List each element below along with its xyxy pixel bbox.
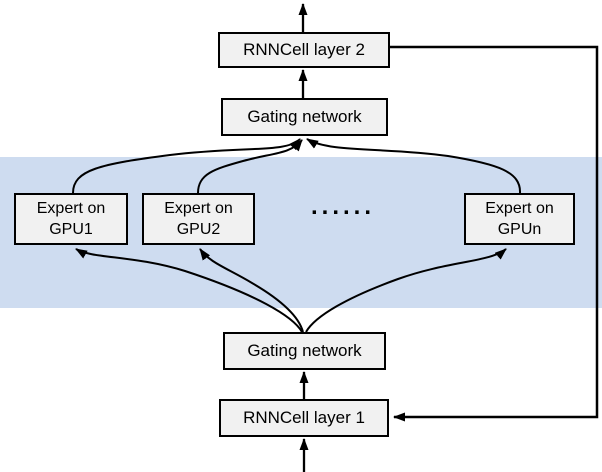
node-expert-gpu2-line2: GPU2 xyxy=(176,221,221,238)
node-expert-gpun-line2: GPUn xyxy=(497,221,542,238)
node-expert-gpu1: Expert on GPU1 xyxy=(14,193,128,245)
node-gating-network-bottom: Gating network xyxy=(223,332,386,370)
curve-gating-bottom-to-expert1 xyxy=(75,248,303,333)
curve-gating-bottom-to-expertn xyxy=(305,248,507,333)
node-expert-gpu2-line1: Expert on xyxy=(164,200,233,217)
node-rnncell-layer-1: RNNCell layer 1 xyxy=(219,399,389,437)
node-expert-gpun: Expert on GPUn xyxy=(464,193,575,245)
node-rnncell-layer-1-label: RNNCell layer 1 xyxy=(243,408,365,427)
feedback-loop-rnncell2-to-rnncell1 xyxy=(390,45,599,422)
curve-expert2-to-gating-top xyxy=(197,139,303,194)
node-expert-gpu2: Expert on GPU2 xyxy=(142,193,255,245)
node-expert-gpu1-line1: Expert on xyxy=(36,200,106,217)
node-gating-network-top-label: Gating network xyxy=(247,107,362,126)
curve-gating-bottom-to-expert2 xyxy=(199,248,304,333)
node-rnncell-layer-2-label: RNNCell layer 2 xyxy=(243,40,365,59)
more-experts-ellipsis: ...... xyxy=(310,193,375,220)
curve-expert1-to-gating-top xyxy=(72,138,301,194)
node-rnncell-layer-2: RNNCell layer 2 xyxy=(218,32,390,68)
curve-expertn-to-gating-top xyxy=(306,138,522,194)
node-gating-network-bottom-label: Gating network xyxy=(247,341,362,360)
node-expert-gpun-line1: Expert on xyxy=(485,200,554,217)
node-gating-network-top: Gating network xyxy=(221,98,388,136)
node-expert-gpu1-line2: GPU1 xyxy=(49,221,93,238)
